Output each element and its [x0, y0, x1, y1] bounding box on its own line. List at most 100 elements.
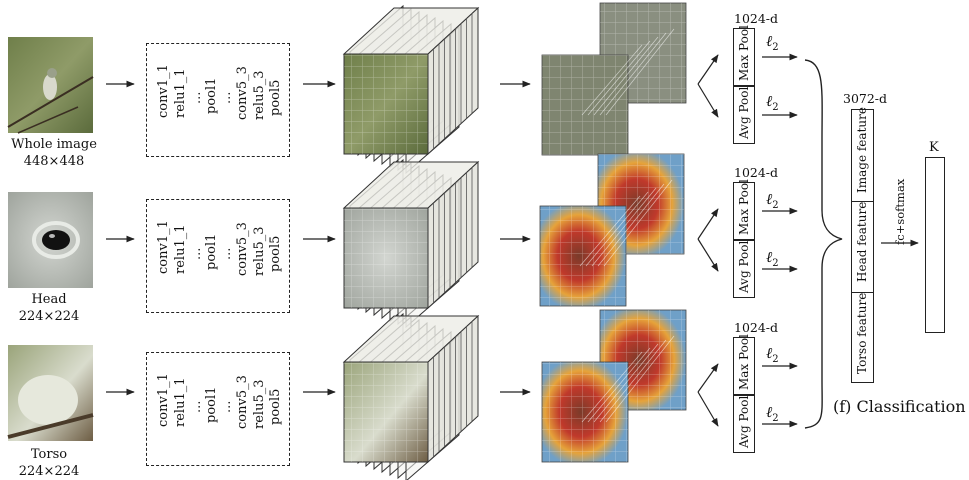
side-face	[427, 6, 479, 156]
side-face	[427, 160, 479, 310]
side-face	[427, 314, 479, 464]
layer-name: conv1_1	[156, 64, 171, 118]
attention-maps-whole	[541, 2, 687, 156]
pool-label: Avg Pool	[737, 395, 751, 448]
layer-name: pool1	[204, 233, 219, 270]
pool-label: Avg Pool	[737, 240, 751, 293]
branch-arrow	[697, 391, 719, 427]
projection-line	[581, 44, 643, 116]
input-label: Torso	[30, 447, 68, 462]
input-caption-torso: Torso 224×224	[0, 446, 104, 480]
projection-line	[597, 183, 665, 267]
projection-line	[585, 191, 649, 267]
layer-name: relu5_3	[252, 226, 267, 276]
projection-line	[591, 187, 657, 267]
l2-symbol: ℓ	[766, 403, 773, 421]
feature-grid	[344, 208, 428, 308]
eye-ring	[32, 221, 80, 259]
projection-line	[603, 179, 673, 267]
l2-subscript: 2	[772, 354, 779, 365]
projection-line	[579, 195, 641, 267]
feature-cube-whole	[342, 4, 480, 175]
l2-subscript: 2	[772, 413, 779, 424]
branch	[7, 76, 94, 128]
front-map-grid	[542, 362, 628, 462]
dim-label: 1024-d	[734, 165, 779, 180]
cnn-layers-torso: conv1_1 relu1_1 ... pool1 ... conv5_3 re…	[146, 352, 290, 466]
l2-norm-label: ℓ2	[766, 248, 779, 269]
layer-name: conv1_1	[156, 373, 171, 427]
feature-cube-head	[342, 158, 480, 329]
image-feature-label: Image feature	[855, 107, 869, 193]
branch-arrow	[697, 208, 719, 240]
projection-line	[605, 28, 675, 116]
branch	[17, 106, 79, 134]
layer-name: ...	[189, 400, 204, 413]
attention-maps-head	[539, 153, 685, 307]
input-caption-head: Head 224×224	[0, 291, 104, 325]
projection-line	[593, 36, 659, 116]
layer-name: conv5_3	[235, 66, 250, 120]
layer-name: conv5_3	[235, 375, 250, 429]
branch-arrow	[697, 363, 719, 393]
concat-feature-box: Image feature Head feature Torso feature	[851, 107, 874, 383]
head-crop-thumbnail	[8, 192, 93, 288]
front-map-grid	[542, 55, 628, 155]
cnn-layers-whole: conv1_1 relu1_1 ... pool1 ... conv5_3 re…	[146, 43, 290, 157]
bird-head	[47, 68, 57, 78]
layer-name: relu1_1	[173, 224, 188, 274]
l2-norm-label: ℓ2	[766, 32, 779, 53]
l2-symbol: ℓ	[766, 190, 773, 208]
l2-subscript: 2	[772, 102, 779, 113]
pool-label: Max Pool	[737, 334, 751, 390]
projection-line	[605, 335, 675, 423]
branch	[7, 413, 94, 439]
output-k-label: K	[929, 140, 939, 155]
pool-label: Avg Pool	[737, 86, 751, 139]
branch-arrow	[697, 83, 719, 118]
concat-dim-label: 3072-d	[843, 91, 888, 106]
attention-maps-torso	[541, 309, 687, 463]
feature-divider	[852, 292, 873, 293]
cnn-layers-head: conv1_1 relu1_1 ... pool1 ... conv5_3 re…	[146, 199, 290, 313]
pool-label: Max Pool	[737, 179, 751, 235]
projection-line	[593, 343, 659, 423]
max-pool-box: Max Pool	[733, 334, 755, 395]
l2-symbol: ℓ	[766, 92, 773, 110]
whole-image-thumbnail	[7, 37, 94, 134]
feature-grid	[344, 54, 428, 154]
fc-softmax-label: fc+softmax	[893, 178, 907, 245]
classification-caption: (f) Classification	[833, 397, 966, 416]
l2-symbol: ℓ	[766, 344, 773, 362]
layer-name: ...	[189, 247, 204, 260]
l2-subscript: 2	[772, 258, 779, 269]
bird-eye	[42, 230, 70, 250]
torso-feature-label: Torso feature	[855, 292, 869, 374]
torso-crop-thumbnail	[7, 345, 94, 441]
input-size: 224×224	[18, 309, 80, 324]
layer-name: conv5_3	[235, 222, 250, 276]
max-pool-box: Max Pool	[733, 179, 755, 240]
projection-line	[599, 32, 667, 116]
layer-name: ...	[219, 91, 234, 104]
l2-norm-label: ℓ2	[766, 92, 779, 113]
layer-name: pool1	[204, 386, 219, 423]
avg-pool-box: Avg Pool	[733, 240, 755, 298]
merge-brace	[804, 59, 843, 429]
layer-name: conv1_1	[156, 220, 171, 274]
layer-name: pool1	[204, 77, 219, 114]
head-feature-label: Head feature	[855, 201, 869, 282]
input-size: 448×448	[23, 154, 85, 169]
layer-name: relu5_3	[252, 379, 267, 429]
input-label: Whole image	[11, 137, 97, 152]
projection-line	[587, 347, 651, 423]
layer-name: relu5_3	[252, 70, 267, 120]
front-map-grid	[540, 206, 626, 306]
layer-name: relu1_1	[173, 68, 188, 118]
branch-arrow	[697, 54, 719, 85]
output-box	[925, 157, 945, 333]
projection-line	[599, 339, 667, 423]
input-caption-whole: Whole image 448×448	[0, 136, 109, 170]
